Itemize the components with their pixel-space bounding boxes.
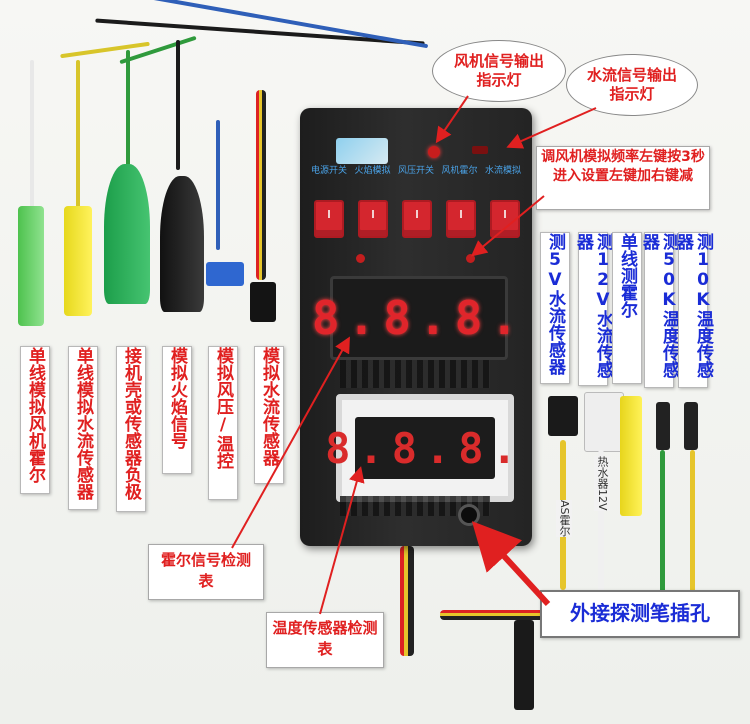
flame-switch[interactable] [358,200,388,238]
callout-fan-signal: 风机信号输出指示灯 [432,40,566,102]
vent-slots [340,360,490,388]
caption-flame-text: 模拟火焰信号 [167,347,187,449]
callout-hall-meter: 霍尔信号检测表 [148,544,264,600]
probe-jack[interactable] [458,504,480,526]
caption-ground: 接机壳或传感器负极 [116,346,146,512]
spade-terminal-blue [206,262,244,286]
caption-pressure: 模拟风压/温控 [208,346,238,500]
vent-slots-lower [340,496,490,516]
temperature-display-digits: 8.8.8. [325,423,525,473]
arrow-fan-signal [435,95,469,144]
power-switch[interactable] [314,200,344,238]
caption-flame: 模拟火焰信号 [162,346,192,474]
arrow-freq-adjust [470,195,545,257]
switch-label-power: 电源开关 [310,166,347,176]
switch-labels: 电源开关 火焰模拟 风压开关 风机霍尔 水流模拟 [310,166,522,177]
caption-ground-text: 接机壳或传感器负极 [121,347,141,500]
wire-right-2 [598,450,604,600]
wire-drop-5 [216,120,220,250]
caption-water-sensor-text: 模拟水流传感器 [259,347,279,466]
temperature-screen: 8.8.8. [325,417,517,479]
plug-black-4pin [250,282,276,322]
caption-10k-temp: 测10K温度传感器 [673,232,713,388]
wire-drop-1 [30,60,34,210]
caption-hall-single: 单线测霍尔 [612,232,642,384]
wire-right-4 [690,450,695,600]
arrow-hall-meter [231,336,350,549]
pin-probe-1 [656,402,670,450]
wire-drop-2 [76,60,80,210]
plug-3pin-black [548,396,578,436]
wire-bottom-bundle-2 [440,610,570,620]
wire-bottom-bundle [400,546,414,656]
pressure-switch[interactable] [402,200,432,238]
rocker-switches [314,200,520,238]
hook-probe-yellow [620,396,642,516]
wire-drop-6 [256,90,266,280]
wire-drop-4 [176,40,180,170]
probe-green-hook [18,206,44,326]
callout-hall-meter-text: 霍尔信号检测表 [160,551,251,590]
right-adjust-button[interactable] [466,254,475,263]
hall-signal-display: 8.8.8. [312,276,518,360]
probe-yellow-hook [64,206,92,316]
hall-display-digits: 8.8.8. [311,291,527,345]
callout-freq-adjust: 调风机模拟频率左键按3秒进入设置左键加右键减 [536,146,710,210]
callout-fan-signal-text: 风机信号输出指示灯 [453,52,544,89]
switch-label-flame: 火焰模拟 [354,166,391,176]
caption-12v-water: 测12V水流传感器 [573,232,613,386]
callout-water-signal: 水流信号输出指示灯 [566,54,698,116]
callout-water-signal-text: 水流信号输出指示灯 [586,66,677,103]
callout-probe-jack-text: 外接探测笔插孔 [570,601,710,625]
callout-freq-adjust-text: 调风机模拟频率左键按3秒进入设置左键加右键减 [541,149,705,184]
arrow-water-signal [506,107,597,149]
fan-signal-lamp [428,146,440,158]
pin-probe-2 [684,402,698,450]
callout-probe-jack: 外接探测笔插孔 [540,590,740,638]
left-adjust-button[interactable] [356,254,365,263]
caption-water-single-text: 单线模拟水流传感器 [73,347,93,500]
switch-label-pressure: 风压开关 [397,166,434,176]
caption-water-sensor: 模拟水流传感器 [254,346,284,484]
fan-hall-switch[interactable] [446,200,476,238]
alligator-clip-black [160,176,204,312]
water-signal-lamp [472,146,488,154]
caption-water-single: 单线模拟水流传感器 [68,346,98,510]
callout-temp-meter: 温度传感器检测表 [266,612,384,668]
caption-5v-water-text: 测5V水流传感器 [545,233,565,375]
cable-label-a: AS霍尔 [556,500,572,537]
arrow-temp-meter [319,466,365,615]
caption-5v-water: 测5V水流传感器 [540,232,570,384]
caption-fan-hall: 单线模拟风机霍尔 [20,346,50,494]
caption-12v-water-text: 测12V水流传感器 [573,233,613,378]
tester-device: 电源开关 火焰模拟 风压开关 风机霍尔 水流模拟 8.8.8. 8.8.8. [300,108,532,546]
caption-hall-single-text: 单线测霍尔 [617,233,637,318]
caption-50k-temp-text: 测50K温度传感器 [639,233,679,378]
caption-10k-temp-text: 测10K温度传感器 [673,233,713,378]
plug-3pin-white [584,392,624,452]
wire-right-3 [660,450,665,600]
caption-50k-temp: 测50K温度传感器 [639,232,679,388]
switch-label-water: 水流模拟 [484,166,521,176]
caption-fan-hall-text: 单线模拟风机霍尔 [25,347,45,483]
callout-temp-meter-text: 温度传感器检测表 [272,619,378,658]
caption-pressure-text: 模拟风压/温控 [213,347,233,469]
plug-bottom [514,620,534,710]
cable-label-b: 热水器12V [594,456,610,511]
alligator-clip-green [104,164,150,304]
arrow-probe-jack [471,521,551,607]
device-logo [336,138,388,164]
wire-drop-3 [126,50,130,170]
switch-label-fan-hall: 风机霍尔 [441,166,478,176]
